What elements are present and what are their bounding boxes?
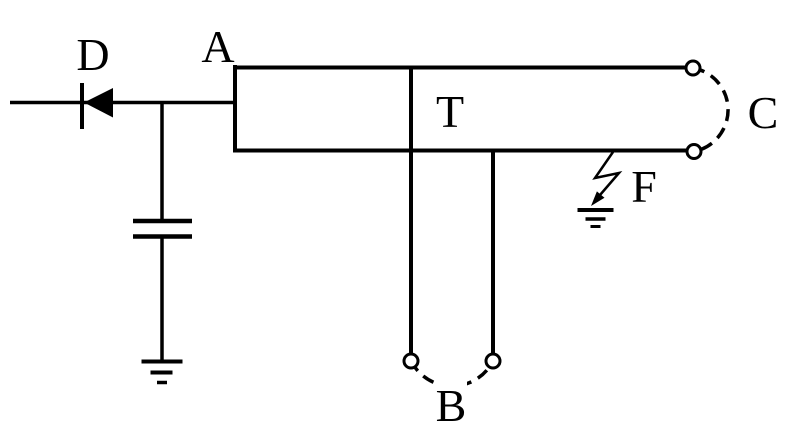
terminal-c-label: C: [748, 87, 779, 138]
terminal-b-left-circle: [402, 352, 420, 370]
transformer-label: T: [436, 86, 464, 137]
diode-label: D: [76, 29, 109, 80]
fault-arrowhead-icon: [591, 191, 605, 206]
capacitor-branch: [133, 102, 192, 360]
transformer-body: [233, 65, 687, 355]
terminal-c-dashed-arc: [692, 66, 730, 154]
terminal-c-top-circle: [684, 59, 702, 77]
ground-symbol-capacitor: [141, 359, 183, 385]
terminal-c-group: C: [684, 59, 779, 160]
terminal-b-right-circle: [484, 352, 502, 370]
fault-label: F: [631, 161, 657, 212]
terminal-c-bottom-circle: [685, 143, 703, 160]
diode-symbol: [80, 83, 113, 129]
diode-triangle-icon: [84, 88, 113, 118]
fault-group: [577, 151, 623, 228]
terminal-b-group: B: [402, 352, 502, 431]
terminal-b-label-backing: [435, 380, 467, 424]
terminal-b-label: B: [436, 380, 467, 431]
fault-lightning-icon: [592, 151, 623, 196]
node-a-label: A: [201, 21, 234, 72]
